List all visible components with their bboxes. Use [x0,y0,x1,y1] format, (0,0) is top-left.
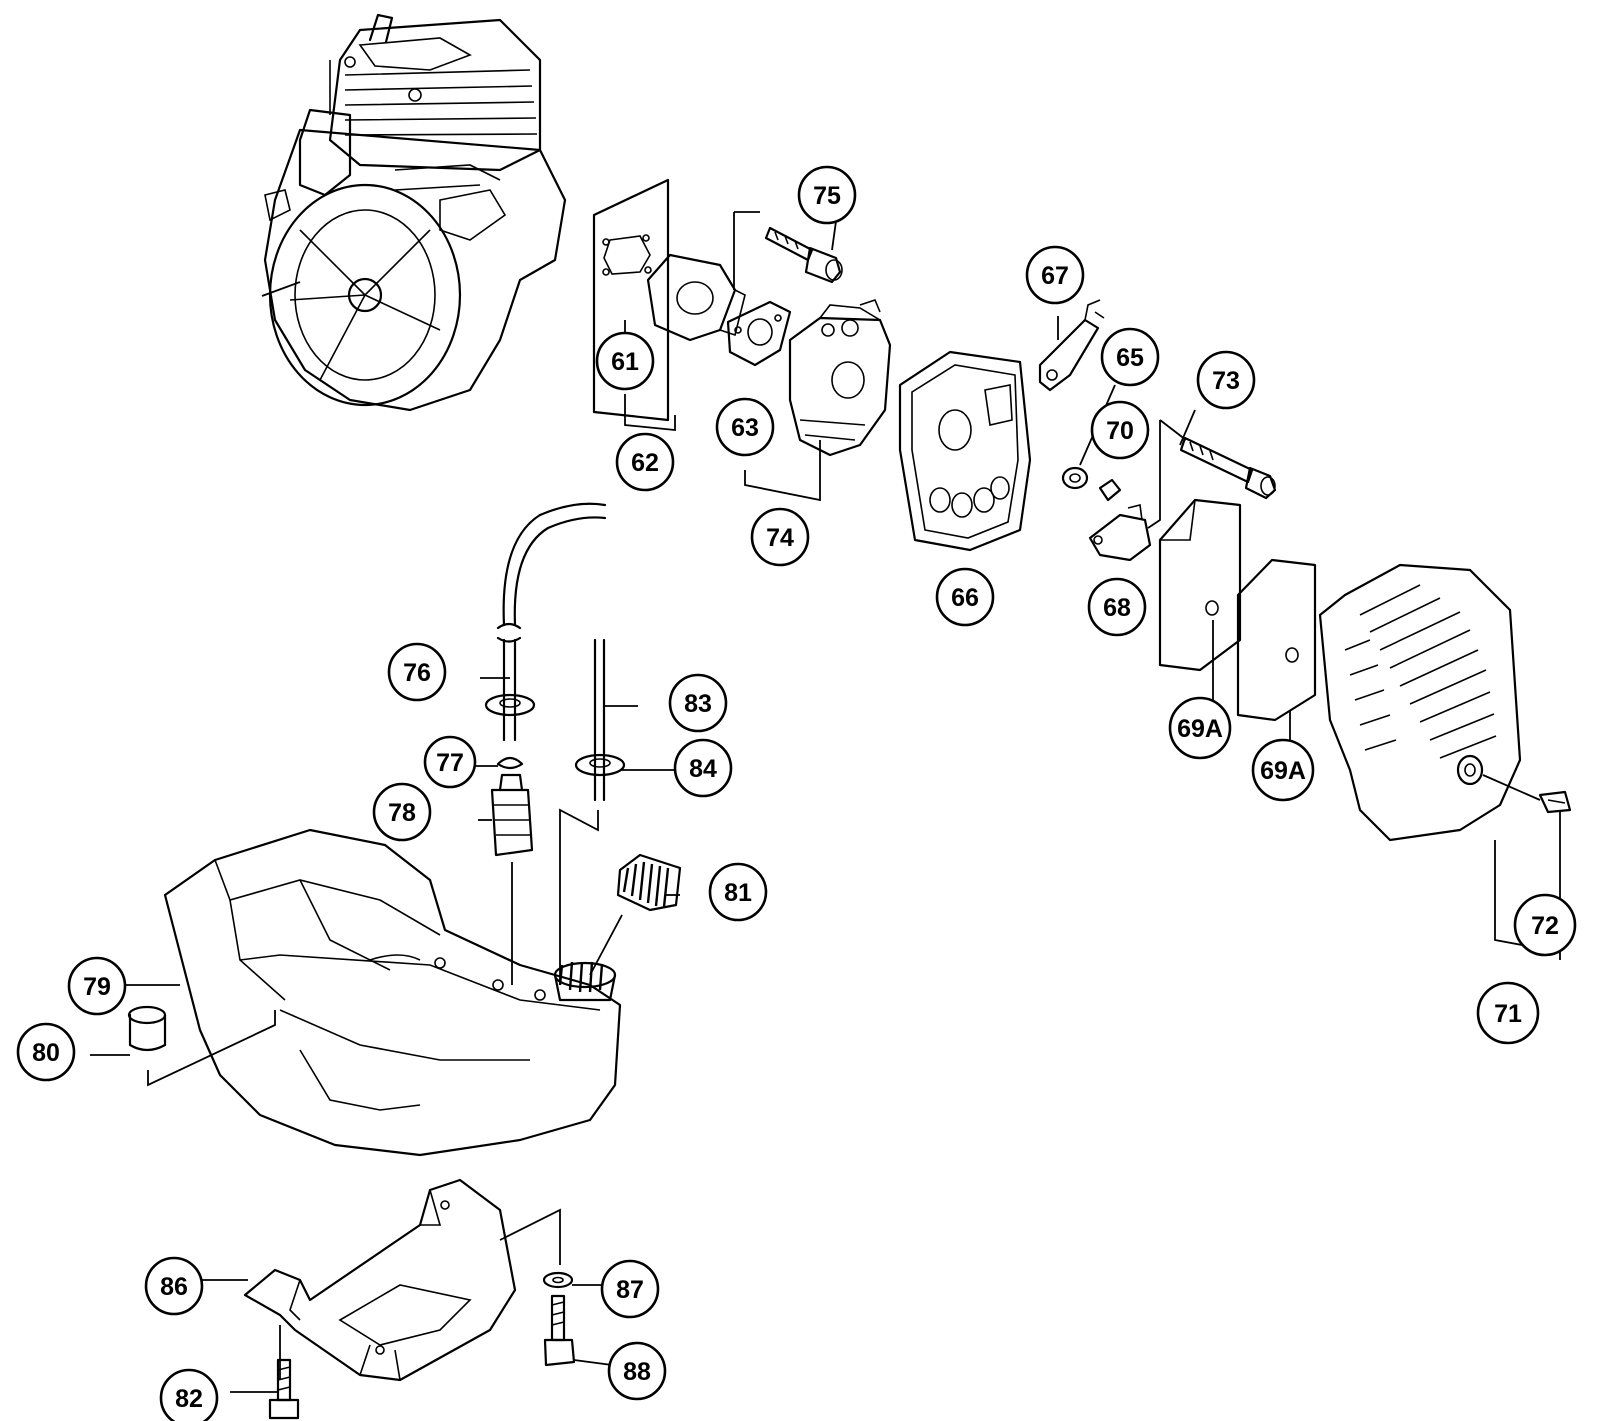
callout-77: 77 [423,735,477,789]
callout-81: 81 [708,862,768,922]
svg-text:68: 68 [1103,594,1131,622]
callout-80: 80 [16,1022,76,1082]
callout-68: 68 [1087,577,1147,637]
callout-84: 84 [673,738,733,798]
washer-87 [542,1271,574,1289]
svg-text:88: 88 [623,1358,651,1386]
callout-72: 72 [1513,893,1577,957]
callout-62: 62 [615,432,675,492]
collar-65 [1061,466,1089,490]
element-69a-rear [1236,558,1317,722]
svg-text:79: 79 [83,973,111,1001]
engine-assembly [261,13,567,412]
callout-73: 73 [1196,350,1256,410]
svg-text:71: 71 [1494,1000,1522,1028]
plate-67 [1038,299,1105,392]
svg-text:73: 73 [1212,367,1240,395]
callout-70: 70 [1090,400,1150,460]
svg-text:69A: 69A [1177,715,1223,743]
callout-69a-front: 69A [1168,696,1232,760]
bolt-75 [764,226,843,284]
callout-76: 76 [387,642,447,702]
callout-69a-rear: 69A [1251,738,1315,802]
air-cleaner-base-66 [898,350,1032,552]
svg-text:84: 84 [689,755,717,783]
svg-text:82: 82 [175,1385,203,1413]
svg-text:67: 67 [1041,262,1069,290]
callout-83: 83 [668,673,728,733]
svg-text:80: 80 [32,1039,60,1067]
svg-text:69A: 69A [1260,757,1306,785]
callout-78: 78 [372,782,432,842]
screw-72 [1538,790,1572,814]
nut-70 [1098,478,1122,502]
bolt-88 [543,1294,576,1367]
leader-lines [90,213,1561,1393]
svg-text:81: 81 [724,879,752,907]
callout-88: 88 [607,1341,667,1401]
carburetor-74 [788,299,892,457]
svg-text:87: 87 [616,1276,644,1304]
svg-text:65: 65 [1116,344,1144,372]
cushion-80 [127,1005,167,1052]
grommet-76 [484,693,536,717]
callout-87: 87 [600,1259,660,1319]
svg-text:76: 76 [403,659,431,687]
clip-77 [496,756,524,770]
svg-text:70: 70 [1106,417,1134,445]
svg-text:61: 61 [611,348,639,376]
callout-63: 63 [715,397,775,457]
gasket-63 [726,300,792,367]
screen-81 [616,853,682,912]
svg-text:83: 83 [684,690,712,718]
callout-61: 61 [595,331,655,391]
element-69a-front [1158,498,1242,672]
callout-79: 79 [67,956,127,1016]
callout-86: 86 [144,1256,204,1316]
callout-74: 74 [750,507,810,567]
callout-66: 66 [935,567,995,627]
air-cleaner-cover-71 [1318,563,1522,842]
gasket-61 [592,178,670,422]
bolt-73 [1179,436,1277,500]
callout-71: 71 [1476,981,1540,1045]
grommet-84 [574,753,626,777]
tank-bracket-86 [243,1178,517,1382]
svg-text:78: 78 [388,799,416,827]
svg-text:77: 77 [436,749,464,777]
svg-text:75: 75 [813,182,841,210]
callout-75: 75 [797,165,857,225]
fuel-line-76 [496,502,607,742]
svg-text:63: 63 [731,414,759,442]
plate-68 [1088,504,1152,562]
svg-text:72: 72 [1531,912,1559,940]
fuel-filter-78 [490,773,534,857]
svg-text:74: 74 [766,524,794,552]
callout-65: 65 [1100,327,1160,387]
svg-text:66: 66 [951,584,979,612]
callout-82: 82 [159,1368,219,1421]
fuel-tank-79 [163,828,622,1157]
bolt-82 [268,1358,300,1420]
svg-text:86: 86 [160,1273,188,1301]
return-line-83 [593,638,606,802]
insulator-62 [646,253,746,342]
callout-67: 67 [1025,245,1085,305]
svg-text:62: 62 [631,449,659,477]
